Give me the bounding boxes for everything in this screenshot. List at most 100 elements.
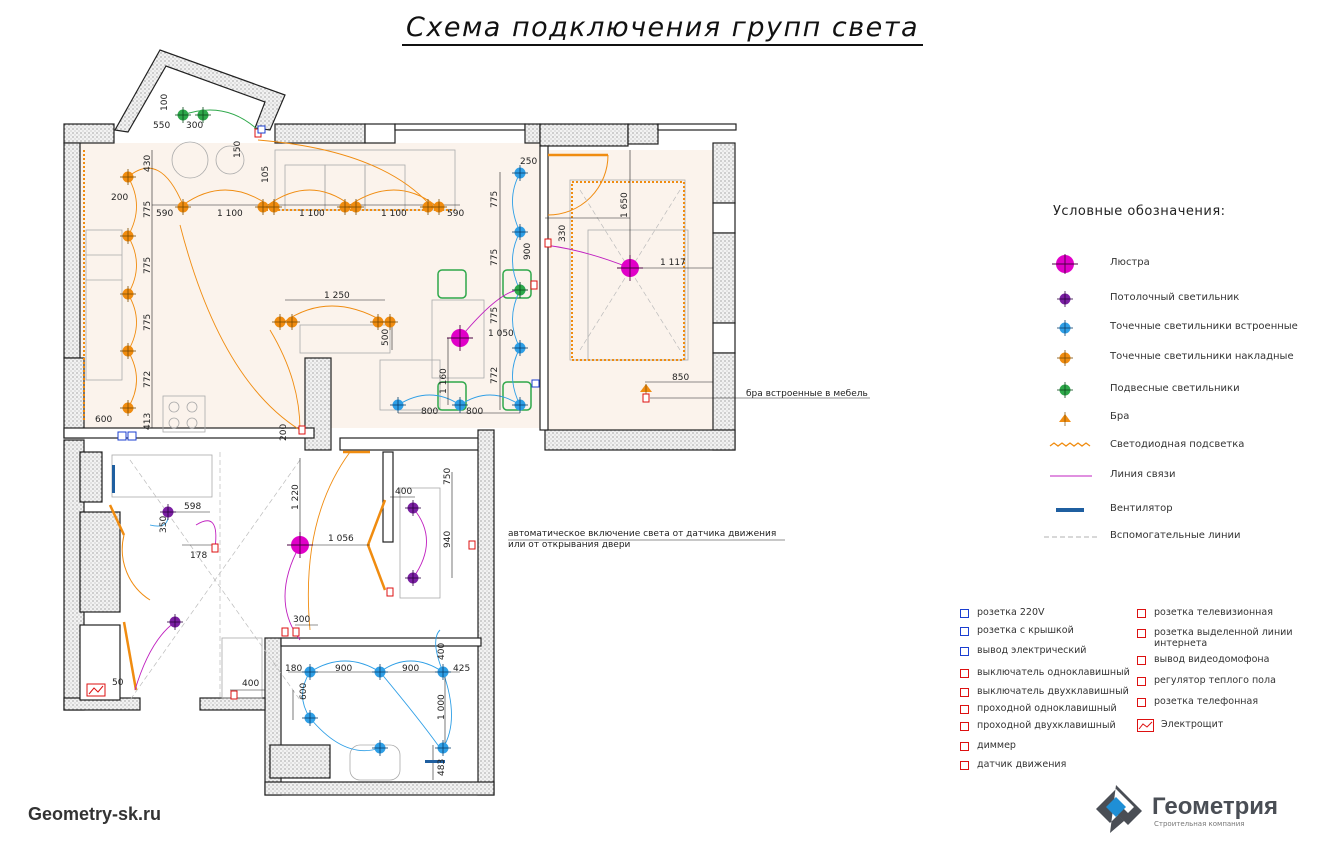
- recessed-spot-icon: [1057, 320, 1073, 336]
- aux-line-icon: [1044, 536, 1098, 538]
- dim-label: 1 117: [660, 258, 686, 268]
- dim-label: 350: [159, 516, 169, 533]
- dim-label: 400: [242, 679, 259, 689]
- dim-label: 200: [111, 193, 128, 203]
- ceiling-light-icon: [1057, 291, 1073, 307]
- legend-item-led: Светодиодная подсветка: [1040, 436, 1320, 456]
- dim-label: 400: [437, 643, 447, 660]
- motion-sensor-icon: [960, 761, 969, 770]
- symbol-row: Электрощит: [1137, 719, 1307, 735]
- dim-label: 180: [285, 664, 302, 674]
- dim-label: 1 250: [324, 291, 350, 301]
- internet-socket-icon: [1137, 629, 1146, 638]
- dim-label: 775: [490, 191, 500, 208]
- dim-label: 500: [381, 329, 391, 346]
- switch-icon: [230, 690, 238, 700]
- passthrough-single-icon: [960, 705, 969, 714]
- motion-note-line1: автоматическое включение света от датчик…: [508, 529, 776, 539]
- socket-220-icon: [127, 431, 137, 441]
- legend-item-surface-spot: Точечные светильники накладные: [1040, 348, 1320, 368]
- electrical-panel-icon: [1137, 719, 1154, 732]
- legend-title: Условные обозначения:: [1053, 204, 1226, 219]
- symbol-label: проходной одноклавишный: [977, 703, 1117, 714]
- dim-label: 775: [143, 201, 153, 218]
- dimension-labels: 100 550 300 150 430 200 105 775 590 1 10…: [95, 94, 689, 776]
- dim-label: 1 220: [291, 484, 301, 510]
- symbol-label: Электрощит: [1161, 719, 1224, 730]
- symbol-label: розетка 220V: [977, 607, 1045, 618]
- ceiling-light-icon: [404, 499, 422, 517]
- recessed-spot-icon: [434, 739, 452, 757]
- fan-icon: [425, 760, 445, 763]
- dim-label: 1 160: [439, 368, 449, 394]
- switch-icon: [211, 543, 219, 553]
- motion-sensor-icon: [468, 540, 476, 550]
- floor-heating-icon: [1137, 677, 1146, 686]
- sconce-icon: [1059, 412, 1071, 426]
- logo-mark-icon: [1096, 785, 1142, 833]
- switch-icon: [642, 393, 650, 403]
- diagram-title-text: Схема подключения групп света: [402, 12, 923, 46]
- dimension-lines: [151, 150, 870, 780]
- dim-label: 300: [186, 121, 203, 131]
- legend-item-link-line: Линия связи: [1040, 466, 1320, 486]
- dim-label: 178: [190, 551, 207, 561]
- symbol-row: выключатель двухклавишный: [960, 686, 1129, 702]
- furniture: [85, 141, 689, 781]
- dim-label: 600: [299, 683, 309, 700]
- symbol-row: датчик движения: [960, 759, 1110, 775]
- symbol-row: розетка 220V: [960, 607, 1110, 623]
- symbol-label: розетка с крышкой: [977, 625, 1074, 636]
- legend-item-recessed-spot: Точечные светильники встроенные: [1040, 318, 1320, 338]
- symbol-row: розетка телевизионная: [1137, 607, 1307, 623]
- dimmer-icon: [960, 742, 969, 751]
- dim-label: 1 650: [620, 192, 630, 218]
- surface-spot-icon: [1057, 350, 1073, 366]
- ceiling-light-icon: [166, 613, 184, 631]
- symbol-row: розетка с крышкой: [960, 625, 1110, 641]
- dim-label: 1 100: [381, 209, 407, 219]
- socket-220-icon: [960, 609, 969, 618]
- dim-label: 940: [443, 531, 453, 548]
- switch-double-icon: [960, 688, 969, 697]
- dim-label: 1 000: [437, 694, 447, 720]
- logo-subtitle: Строительная компания: [1154, 820, 1245, 828]
- dim-label: 775: [143, 314, 153, 331]
- dim-label: 900: [523, 243, 533, 260]
- symbol-label: диммер: [977, 740, 1016, 751]
- legend-item-aux-line: Вспомогательные линии: [1040, 527, 1320, 547]
- dim-label: 590: [156, 209, 173, 219]
- dim-label: 775: [143, 257, 153, 274]
- motion-note-line2: или от открывания двери: [508, 540, 631, 550]
- legend-item-sconce: Бра: [1040, 408, 1320, 428]
- switch-icon: [544, 238, 552, 248]
- dim-label: 105: [261, 166, 271, 183]
- dim-label: 430: [143, 155, 153, 172]
- recessed-spot-icon: [371, 739, 389, 757]
- switch-icon: [386, 587, 394, 597]
- symbol-label: вывод видеодомофона: [1154, 654, 1270, 665]
- led-strip-icon: [1049, 442, 1091, 447]
- callouts: бра встроенные в мебель автоматическое в…: [508, 389, 868, 550]
- recessed-spot-icon: [371, 663, 389, 681]
- fan-icon: [1056, 508, 1084, 512]
- phone-socket-icon: [1137, 698, 1146, 707]
- symbol-row: розетка телефонная: [1137, 696, 1307, 712]
- symbol-label: выключатель двухклавишный: [977, 686, 1129, 697]
- symbol-label: вывод электрический: [977, 645, 1087, 656]
- switch-icon: [281, 627, 289, 637]
- socket-220-icon: [257, 125, 266, 134]
- wiring-orange: [127, 139, 436, 631]
- aux-lines: [129, 189, 681, 701]
- walls: [63, 49, 737, 796]
- dim-label: 800: [421, 407, 438, 417]
- dim-label: 1 100: [299, 209, 325, 219]
- switch-icon: [292, 627, 300, 637]
- socket-220-icon: [531, 379, 540, 388]
- dim-label: 330: [558, 225, 568, 242]
- symbol-row: вывод электрический: [960, 645, 1110, 661]
- symbol-row: выключатель одноклавишный: [960, 667, 1130, 683]
- chandelier-icon: [286, 531, 314, 559]
- socket-220-icon: [117, 431, 127, 441]
